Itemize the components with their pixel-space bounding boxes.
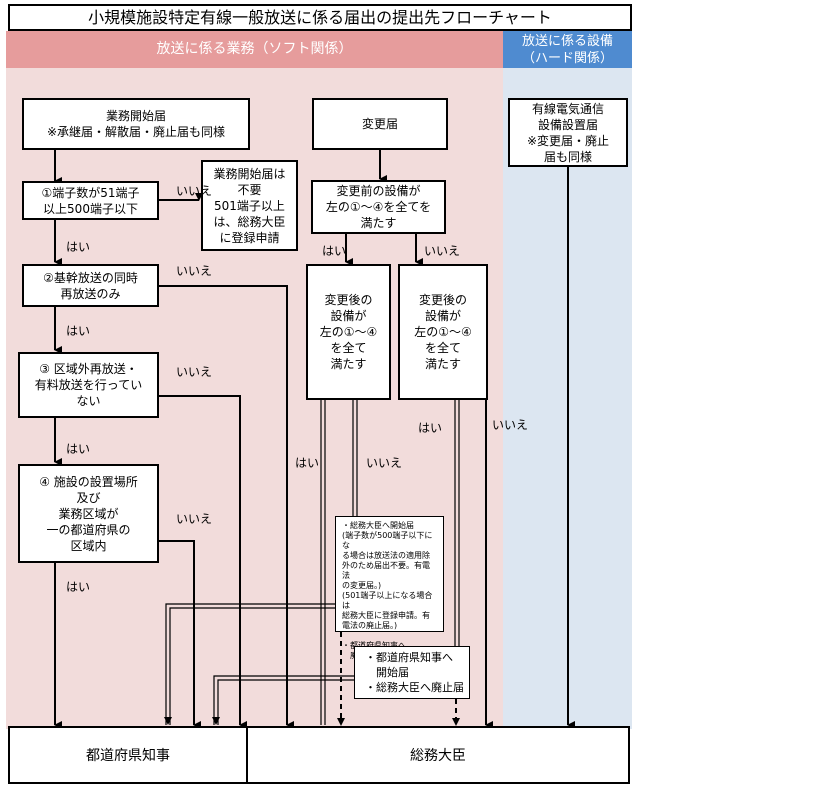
arrow-q2-no xyxy=(159,285,294,729)
before-change-box: 変更前の設備が 左の①～④を全てを 満たす xyxy=(311,180,446,234)
label-q1-no: いいえ xyxy=(176,184,213,198)
line-note2-governor-a xyxy=(213,675,354,725)
q4-box: ④ 施設の設置場所 及び 業務区域が 一の都道府県の 区域内 xyxy=(18,464,159,563)
note-notification-box: ・総務大臣へ開始届 (端子数が500端子以下にな る場合は放送法の適用除 外のた… xyxy=(335,516,444,660)
label-afterno-no: いいえ xyxy=(492,418,529,432)
unnecessary-box: 業務開始届は 不要 501端子以上 は、総務大臣 に登録申請 xyxy=(201,160,298,251)
label-q2-no: いいえ xyxy=(176,264,213,278)
line-note1-governor-b xyxy=(169,607,335,725)
line-note2-governor-b xyxy=(217,679,354,725)
soft-header: 放送に係る業務（ソフト関係） xyxy=(6,31,503,68)
label-q2-yes: はい xyxy=(66,324,91,338)
arrow-q4-no xyxy=(159,540,201,729)
label-q3-yes: はい xyxy=(66,442,91,456)
hard-header: 放送に係る設備 （ハード関係） xyxy=(503,31,632,68)
arrow-q3-no xyxy=(159,395,247,729)
label-afterno-yes: はい xyxy=(418,421,443,435)
label-afteryes-yes: はい xyxy=(295,456,320,470)
q2-box: ②基幹放送の同時 再放送のみ xyxy=(22,264,159,307)
q3-box: ③ 区域外再放送・ 有料放送を行ってい ない xyxy=(18,352,159,418)
after-change-no-box: 変更後の 設備が 左の①～④ を全て 満たす xyxy=(398,264,488,400)
label-q1-yes: はい xyxy=(66,240,91,254)
business-start-box: 業務開始届 ※承継届・解散届・廃止届も同様 xyxy=(22,98,250,150)
change-box: 変更届 xyxy=(312,98,448,150)
label-q4-yes: はい xyxy=(66,580,91,594)
page-title: 小規模施設特定有線一般放送に係る届出の提出先フローチャート xyxy=(8,4,632,31)
cable-facility-box: 有線電気通信 設備設置届 ※変更届・廃止 届も同様 xyxy=(508,98,628,167)
governor-box: 都道府県知事 xyxy=(8,726,248,784)
minister-box: 総務大臣 xyxy=(246,726,630,784)
label-q4-no: いいえ xyxy=(176,512,213,526)
note-start-box: ・都道府県知事へ 開始届 ・総務大臣へ廃止届 xyxy=(354,646,470,699)
after-change-yes-box: 変更後の 設備が 左の①～④ を全て 満たす xyxy=(306,264,391,400)
label-afteryes-no: いいえ xyxy=(366,456,403,470)
q1-box: ①端子数が51端子 以上500端子以下 xyxy=(22,181,159,220)
label-q3-no: いいえ xyxy=(176,365,213,379)
line-note1-governor-a xyxy=(165,603,335,725)
label-before-yes: はい xyxy=(322,244,347,258)
label-before-no: いいえ xyxy=(424,244,461,258)
